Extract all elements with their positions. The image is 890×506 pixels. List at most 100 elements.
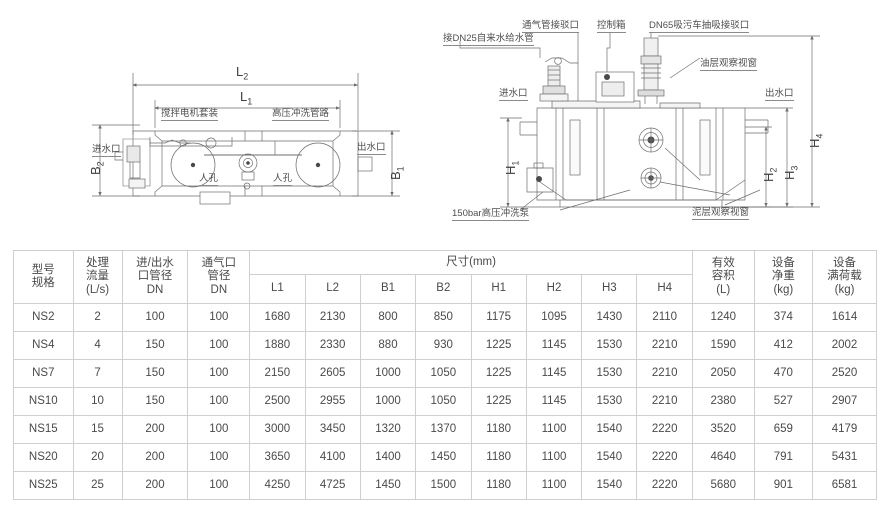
cell-B2: 1050 [415,359,472,388]
cell-inlet_outlet_dn: 150 [121,331,189,360]
col-header-net-weight: 设备 净重 (kg) [753,250,814,304]
cell-effective_volume: 2380 [691,387,755,416]
cell-L2: 3450 [304,415,361,444]
col-header-model: 型号 规格 [13,250,74,304]
cell-H1: 1225 [470,331,527,360]
cell-model: NS10 [13,387,74,416]
callout-oil-layer-observation-window: 油层观察视窗 [700,58,758,71]
col-header-B2: B2 [415,274,472,304]
cell-L2: 2330 [304,331,361,360]
cell-effective_volume: 3520 [691,415,755,444]
cell-L1: 3650 [249,443,306,472]
callout-elevation-water-inlet: 进水口 [499,88,528,101]
dimension-label-L1: L1 [240,89,253,107]
callout-mixer-motor: 搅拌电机套装 [161,108,219,121]
cell-inlet_outlet_dn: 200 [121,471,189,500]
callout-vent-pipe-connection: 通气管接驳口 [522,20,580,33]
col-header-dimensions-group: 尺寸(mm) [249,249,693,276]
cell-L1: 2150 [249,359,306,388]
col-header-L1: L1 [249,274,306,304]
specification-table: 型号 规格 处理 流量 (L/s) 进/出水 口管径 DN 通气口 管径 DN … [13,249,877,500]
cell-L1: 2500 [249,387,306,416]
cell-net_weight: 470 [753,359,814,388]
cell-flow: 20 [72,443,123,472]
cell-L2: 2605 [304,359,361,388]
cell-H4: 2220 [636,443,693,472]
cell-H4: 2220 [636,415,693,444]
cell-H2: 1100 [525,415,583,444]
cell-L2: 4100 [304,443,361,472]
cell-L1: 1680 [249,303,306,332]
col-header-H2: H2 [525,274,583,304]
col-header-L2: L2 [304,274,361,304]
dimension-label-H1: H1 [503,160,521,175]
cell-full_load: 6581 [812,471,877,500]
cell-flow: 10 [72,387,123,416]
cell-model: NS25 [13,471,74,500]
col-header-H1: H1 [470,274,527,304]
cell-H4: 2110 [636,303,693,332]
cell-vent_dn: 100 [187,415,251,444]
cell-B1: 880 [359,331,417,360]
cell-H3: 1530 [581,387,638,416]
cell-H1: 1180 [470,471,527,500]
cell-H3: 1540 [581,471,638,500]
table-header-row-1: 型号 规格 处理 流量 (L/s) 进/出水 口管径 DN 通气口 管径 DN … [13,249,877,304]
cell-H3: 1530 [581,331,638,360]
cell-full_load: 2907 [812,387,877,416]
cell-flow: 25 [72,471,123,500]
cell-H2: 1095 [525,303,583,332]
cell-H1: 1180 [470,415,527,444]
cell-net_weight: 527 [753,387,814,416]
cell-effective_volume: 4640 [691,443,755,472]
col-header-H4: H4 [636,274,693,304]
cell-net_weight: 659 [753,415,814,444]
callout-sludge-layer-observation-window: 泥层观察视窗 [692,207,750,220]
cell-B2: 1450 [415,443,472,472]
cell-vent_dn: 100 [187,387,251,416]
cell-full_load: 2002 [812,331,877,360]
cell-full_load: 4179 [812,415,877,444]
cell-net_weight: 412 [753,331,814,360]
callout-plan-water-inlet: 进水口 [92,144,121,157]
cell-H1: 1180 [470,443,527,472]
cell-flow: 4 [72,331,123,360]
dimension-label-H2: H2 [761,167,779,182]
cell-H1: 1225 [470,359,527,388]
cell-model: NS7 [13,359,74,388]
cell-H2: 1145 [525,387,583,416]
cell-vent_dn: 100 [187,303,251,332]
col-header-B1: B1 [359,274,417,304]
cell-B2: 1050 [415,387,472,416]
callout-high-pressure-flush-pipe: 高压冲洗管路 [272,108,330,121]
cell-H3: 1430 [581,303,638,332]
cell-H4: 2210 [636,359,693,388]
cell-L1: 1880 [249,331,306,360]
technical-drawings: L2 L1 B2 B1 搅拌电机套装 高压冲洗管路 进水口 出水口 人孔 人孔 … [0,0,890,240]
callout-high-pressure-flush-pump: 150bar高压冲洗泵 [452,208,530,221]
cell-H3: 1540 [581,443,638,472]
cell-H2: 1100 [525,471,583,500]
cell-H4: 2210 [636,387,693,416]
cell-B2: 1500 [415,471,472,500]
cell-flow: 7 [72,359,123,388]
col-header-full-load: 设备 满荷载 (kg) [812,250,877,304]
dimension-label-H4: H4 [807,133,825,148]
col-header-flow: 处理 流量 (L/s) [72,250,123,304]
dimension-label-L2: L2 [236,64,249,82]
cell-full_load: 2520 [812,359,877,388]
cell-net_weight: 901 [753,471,814,500]
callout-control-box: 控制箱 [597,20,626,33]
col-header-H3: H3 [581,274,638,304]
cell-vent_dn: 100 [187,359,251,388]
cell-L2: 2955 [304,387,361,416]
cell-vent_dn: 100 [187,471,251,500]
table-header-row-2: L1 L2 B1 B2 H1 H2 H3 H4 [14,274,877,304]
cell-H4: 2210 [636,331,693,360]
